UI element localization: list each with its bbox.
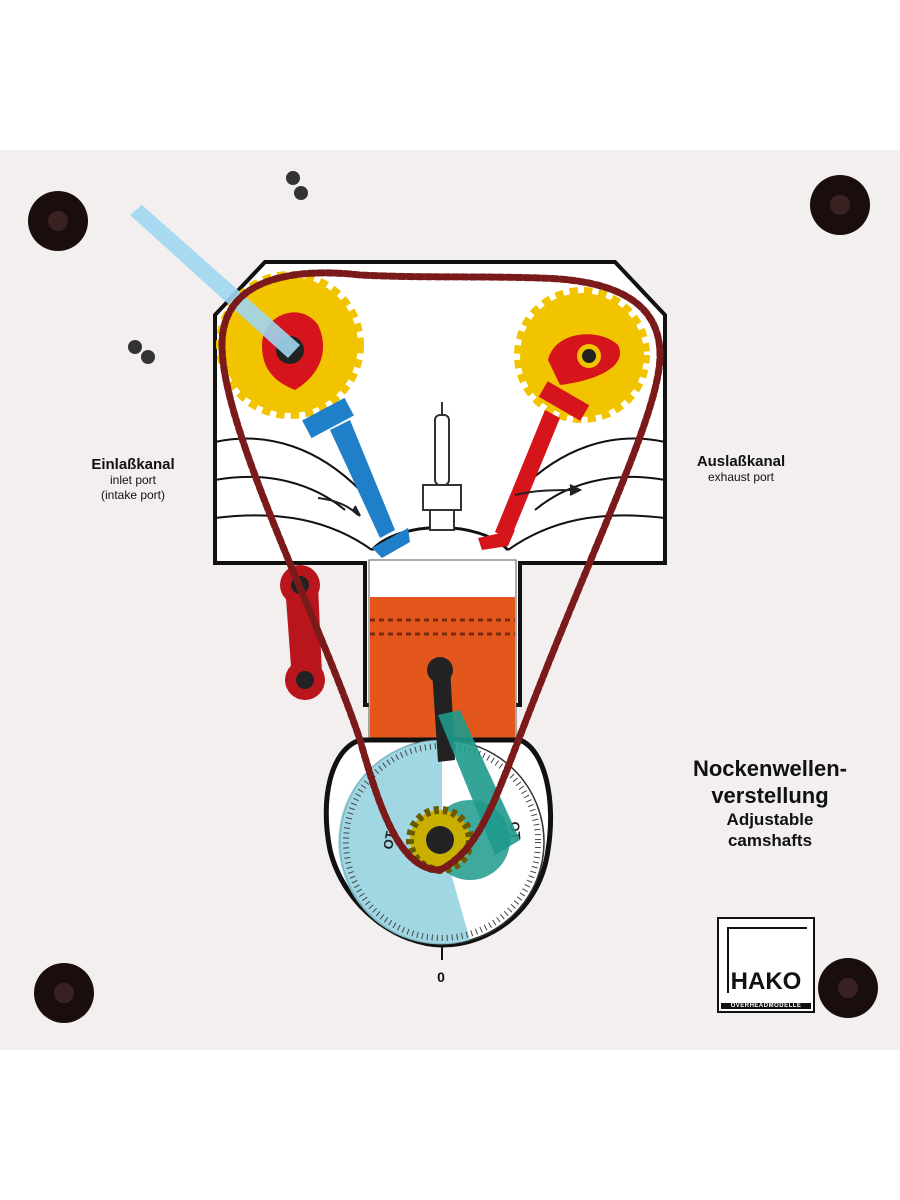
mounting-hole-icon	[810, 175, 870, 235]
exhaust-port-line1: exhaust port	[707, 470, 775, 484]
heading-en-line1: Adjustable	[726, 810, 814, 829]
heading-en-line2: camshafts	[727, 831, 813, 850]
mounting-hole-icon	[34, 963, 94, 1023]
heading-block: Nockenwellen- verstellung Adjustable cam…	[660, 755, 880, 851]
engine-diagram: OT OT	[28, 171, 878, 1023]
inlet-port-line2: (intake port)	[100, 488, 166, 502]
heading-de-line1: Nockenwellen-	[692, 756, 848, 781]
inlet-port-title: Einlaßkanal	[91, 456, 175, 473]
zero-mark-label: 0	[437, 969, 445, 985]
spark-plug-icon	[422, 402, 462, 531]
pointer-arm	[130, 205, 300, 358]
diagram-board: OT OT	[0, 150, 900, 1050]
mounting-hole-icon	[28, 191, 88, 251]
screw-icon	[128, 340, 155, 364]
logo-word: HAKO	[730, 968, 802, 995]
inlet-port-label: Einlaßkanal inlet port (intake port)	[58, 456, 208, 503]
heading-de-line2: verstellung	[711, 783, 829, 808]
cam-gear-icon	[514, 287, 650, 423]
inlet-port-line1: inlet port	[109, 473, 157, 487]
exhaust-port-title: Auslaßkanal	[696, 453, 786, 470]
inlet-valve	[302, 397, 410, 558]
mounting-hole-icon	[818, 958, 878, 1018]
chain-icon	[218, 269, 664, 874]
logo-frame	[727, 927, 807, 993]
screw-icon	[286, 171, 308, 200]
exhaust-port-label: Auslaßkanal exhaust port	[666, 453, 816, 485]
brand-logo: HAKO OVERHEADMODELLE	[717, 917, 815, 1013]
exhaust-valve	[478, 381, 590, 550]
logo-tagline: OVERHEADMODELLE	[721, 1003, 811, 1009]
arrow-icon	[317, 484, 583, 517]
